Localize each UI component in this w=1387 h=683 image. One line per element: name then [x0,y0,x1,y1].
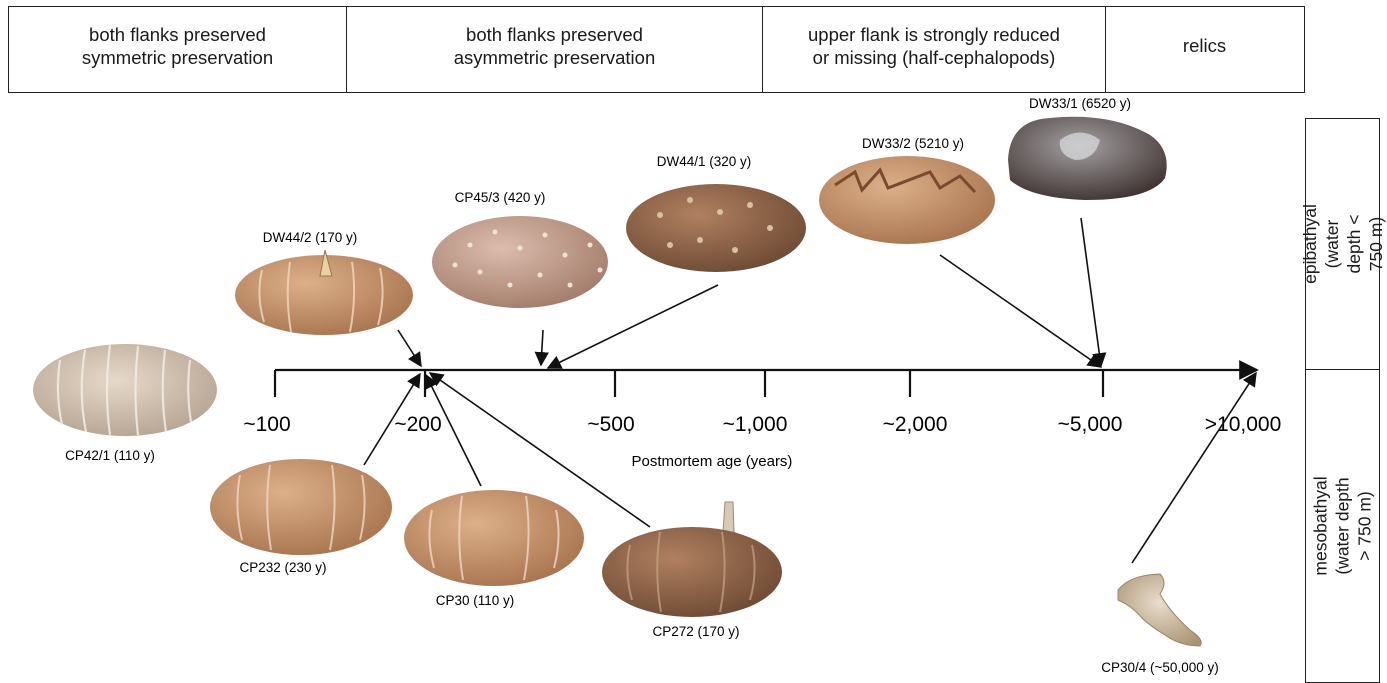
relic-image [1118,574,1201,646]
specimen-label: CP45/3 (420 y) [455,190,546,205]
specimen-label: CP30 (110 y) [436,593,515,608]
shell-image [819,156,995,244]
tick-label: ~500 [587,413,634,436]
shell-image [404,490,584,586]
specimen-cp42-1: CP42/1 (110 y) [33,344,217,463]
specimen-dw44-2: DW44/2 (170 y) [235,230,413,335]
specimen-dw33-2: DW33/2 (5210 y) [819,136,995,244]
axis-title: Postmortem age (years) [632,453,793,470]
specimen-label: DW44/2 (170 y) [263,230,358,245]
tick-label: ~200 [394,413,441,436]
arrow-dw33-1 [1081,218,1101,366]
specimen-cp45-3: CP45/3 (420 y) [432,190,608,308]
specimen-label: CP42/1 (110 y) [65,448,155,463]
specimen-label: DW33/1 (6520 y) [1029,96,1131,111]
specimen-cp30: CP30 (110 y) [404,490,584,608]
timeline-axis: ~100 ~200 ~500 ~1,000 ~2,000 ~5,000 >10,… [243,370,1281,470]
shell-image [1008,117,1167,200]
specimen-label: CP232 (230 y) [239,560,326,575]
specimen-dw33-1: DW33/1 (6520 y) [1008,96,1167,200]
specimen-cp232: CP232 (230 y) [210,459,392,575]
shell-image [432,216,608,308]
specimen-label: DW44/1 (320 y) [657,154,752,169]
tick-label: ~2,000 [883,413,948,436]
shell-attachment [723,502,734,532]
specimen-cp30-4: CP30/4 (~50,000 y) [1101,574,1218,675]
tick-label: ~1,000 [723,413,788,436]
specimen-label: DW33/2 (5210 y) [862,136,964,151]
specimen-cp272: CP272 (170 y) [602,502,782,639]
specimen-dw44-1: DW44/1 (320 y) [626,154,806,272]
specimen-label: CP30/4 (~50,000 y) [1101,660,1218,675]
arrow-dw33-2 [940,255,1101,367]
arrow-cp45-3 [541,330,543,365]
arrow-dw44-2 [398,330,421,366]
specimen-label: CP272 (170 y) [652,624,739,639]
arrow-cp30-4 [1132,373,1256,563]
tick-label: ~5,000 [1058,413,1123,436]
tick-label: ~100 [243,413,290,436]
shell-image [626,184,806,272]
